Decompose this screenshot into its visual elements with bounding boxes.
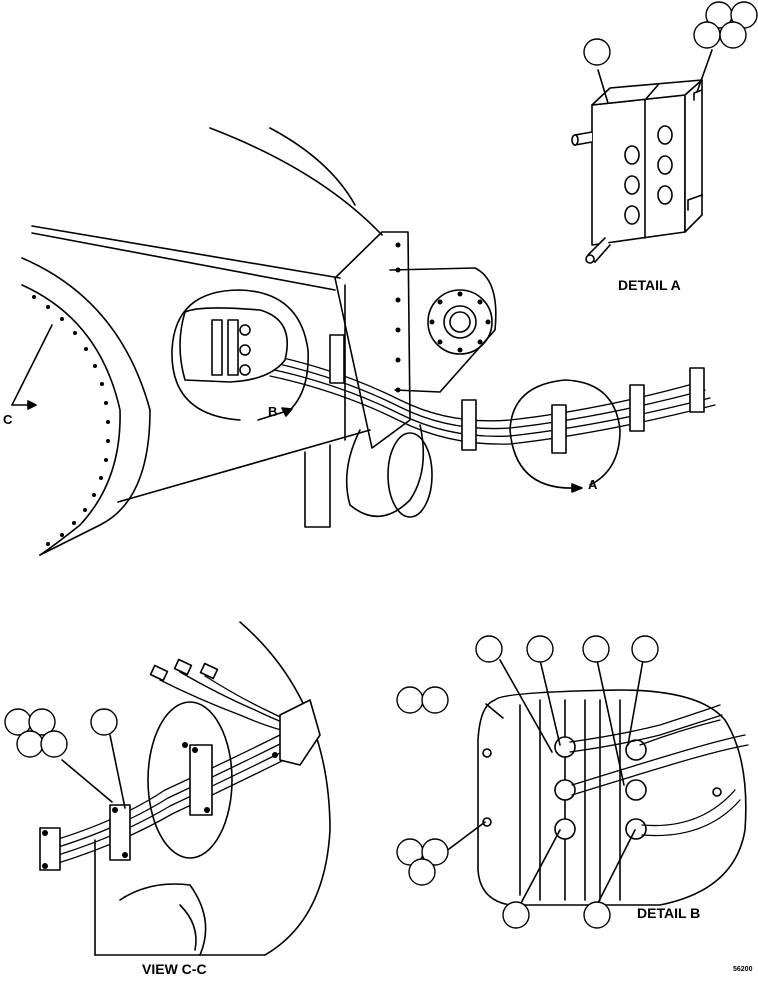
- cc-clamps: [39, 699, 321, 871]
- boom-top-edge: [31, 225, 341, 279]
- cylinder-housing: [345, 424, 425, 518]
- view-c-arrowhead: [27, 400, 37, 410]
- cc-nuts: [42, 742, 278, 869]
- balloon: [421, 686, 449, 714]
- boom-upper-arc: [209, 127, 383, 236]
- callout-balloons: [4, 1, 758, 929]
- balloon: [28, 708, 56, 736]
- block-holes: [624, 125, 673, 225]
- block-pins: [571, 89, 703, 264]
- bearing-flange: [427, 289, 493, 355]
- callout-c-label: C: [3, 412, 13, 427]
- detail-a-arrowhead: [571, 483, 583, 493]
- drum-outer-arc: [21, 257, 151, 556]
- balloon: [693, 21, 721, 49]
- bearing-bore-inner: [449, 311, 471, 333]
- view-cc-drawing: [39, 621, 331, 956]
- callout-a-label: A: [588, 477, 598, 492]
- balloon: [502, 901, 530, 929]
- drum-bolt-holes: [32, 295, 110, 546]
- flange-bolts: [395, 242, 491, 393]
- mount-bracket: [389, 267, 497, 393]
- leader-a-1: [597, 69, 609, 104]
- detail-b-caption: DETAIL B: [637, 905, 701, 921]
- detail-a-drawing: [571, 49, 713, 264]
- balloon: [90, 708, 118, 736]
- hose-clamps: [329, 334, 705, 454]
- cc-opening: [147, 701, 233, 859]
- connector-fittings-main: [211, 319, 251, 376]
- boom-bottom-edge: [117, 429, 371, 503]
- balloon: [40, 730, 68, 758]
- bearing-bore: [443, 305, 477, 339]
- detail-b-drawing: [436, 659, 749, 906]
- balloon: [583, 38, 611, 66]
- balloon: [396, 686, 424, 714]
- detail-b-arrowhead: [281, 407, 293, 417]
- balloon: [16, 730, 44, 758]
- detail-a-caption: DETAIL A: [618, 277, 681, 293]
- plate-outline: [477, 689, 747, 906]
- balloon: [583, 901, 611, 929]
- drum-inner-arc: [21, 284, 121, 556]
- view-cc-caption: VIEW C-C: [142, 961, 207, 977]
- boom-top-edge-2: [31, 232, 336, 291]
- connector-plate-main: [179, 307, 289, 383]
- cc-disc-arc: [239, 621, 331, 956]
- block-split-top: [644, 84, 659, 101]
- leaders-b: [436, 659, 644, 906]
- cc-hoses: [54, 729, 297, 865]
- balloon: [421, 838, 449, 866]
- figure-number: 56200: [733, 966, 753, 973]
- plate-bolts: [482, 748, 722, 827]
- leader-cc-1: [61, 759, 113, 803]
- support-leg: [304, 444, 331, 528]
- plate-hoses: [569, 704, 749, 837]
- detail-b-circle: [171, 289, 309, 421]
- block-side: [684, 79, 703, 233]
- detail-a-circle: [509, 379, 621, 489]
- balloon: [408, 858, 436, 886]
- cc-lower-shape-2: [179, 904, 197, 951]
- boom-upper-arc-2: [269, 127, 356, 206]
- cylinder-end: [387, 432, 433, 518]
- main-assembly-view: [11, 127, 716, 556]
- cc-lower-shape: [119, 883, 207, 956]
- end-plate: [334, 231, 411, 449]
- leader-a-2: [696, 49, 713, 93]
- leader-cc-2: [109, 734, 126, 809]
- balloon: [582, 635, 610, 663]
- cc-lugs: [149, 658, 219, 682]
- balloon: [719, 21, 747, 49]
- view-c-leader: [11, 324, 53, 406]
- balloon: [631, 635, 659, 663]
- balloon: [475, 635, 503, 663]
- balloon: [526, 635, 554, 663]
- callout-b-label: B: [268, 404, 278, 419]
